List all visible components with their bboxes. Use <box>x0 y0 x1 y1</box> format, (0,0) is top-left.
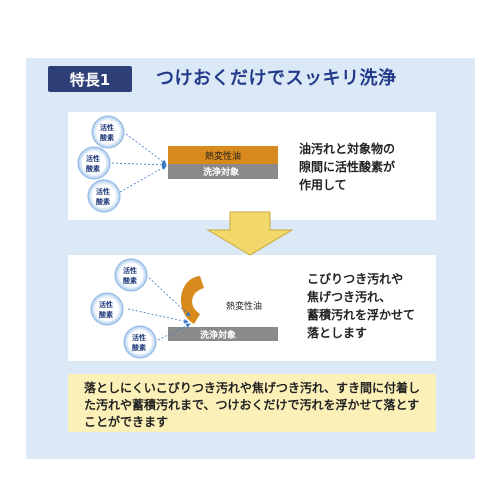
summary-box <box>68 374 436 432</box>
oxygen-bubble: 活性 酸素 <box>90 292 124 326</box>
svg-text:酸素: 酸素 <box>96 197 110 206</box>
oxygen-bubble: 活性 酸素 <box>91 115 125 149</box>
lifted-oil <box>181 276 204 324</box>
description-line: 落とします <box>307 326 368 340</box>
svg-text:酸素: 酸素 <box>86 164 100 173</box>
diagram-1-description: 油汚れと対象物の 隙間に活性酸素が 作用して <box>299 140 395 194</box>
diagram-2-description: こびりつき汚れや 焦げつき汚れ、 蓄積汚れを浮かせて 落とします <box>307 270 415 342</box>
svg-text:活性: 活性 <box>123 266 137 275</box>
svg-text:活性: 活性 <box>132 333 146 342</box>
description-line: こびりつき汚れや <box>307 272 404 286</box>
feature-badge: 特長1 <box>48 66 132 92</box>
summary-text: 落としにくいこびりつき汚れや焦げつき汚れ、すき間に付着した汚れや蓄積汚れまで、つ… <box>84 381 421 429</box>
oxygen-bubble: 活性 酸素 <box>87 179 121 213</box>
object-label-2: 洗浄対象 <box>200 329 236 341</box>
oxygen-bubble: 活性 酸素 <box>77 146 111 180</box>
description-line: 蓄積汚れを浮かせて <box>307 308 416 322</box>
svg-text:活性: 活性 <box>96 187 110 196</box>
oil-layer-1 <box>168 146 278 164</box>
feature-title: つけおくだけでスッキリ洗浄 <box>156 68 397 89</box>
object-label-1: 洗浄対象 <box>203 166 239 178</box>
svg-text:酸素: 酸素 <box>132 343 146 352</box>
svg-text:酸素: 酸素 <box>99 310 113 319</box>
oil-label-1: 熱変性油 <box>205 150 241 162</box>
svg-text:酸素: 酸素 <box>100 133 114 142</box>
svg-text:活性: 活性 <box>86 154 100 163</box>
diagram-1: 熱変性油 洗浄対象 活性 酸素 活性 酸素 活性 酸素 <box>77 115 278 213</box>
svg-text:酸素: 酸素 <box>123 276 137 285</box>
oxygen-bubble: 活性 酸素 <box>123 325 157 359</box>
description-line: 油汚れと対象物の <box>299 142 396 156</box>
description-line: 隙間に活性酸素が <box>299 160 396 174</box>
object-layer-1 <box>168 164 278 179</box>
oxygen-bubble: 活性 酸素 <box>114 258 148 292</box>
down-arrow-icon <box>206 211 294 256</box>
diagram-2: 洗浄対象 熱変性油 活性 酸素 活性 酸素 活性 酸素 <box>90 258 278 359</box>
description-line: 作用して <box>299 178 347 192</box>
description-line: 焦げつき汚れ、 <box>307 290 392 304</box>
svg-text:活性: 活性 <box>100 123 114 132</box>
svg-text:活性: 活性 <box>99 300 113 309</box>
oil-label-2: 熱変性油 <box>226 300 262 312</box>
object-layer-2 <box>168 327 278 341</box>
